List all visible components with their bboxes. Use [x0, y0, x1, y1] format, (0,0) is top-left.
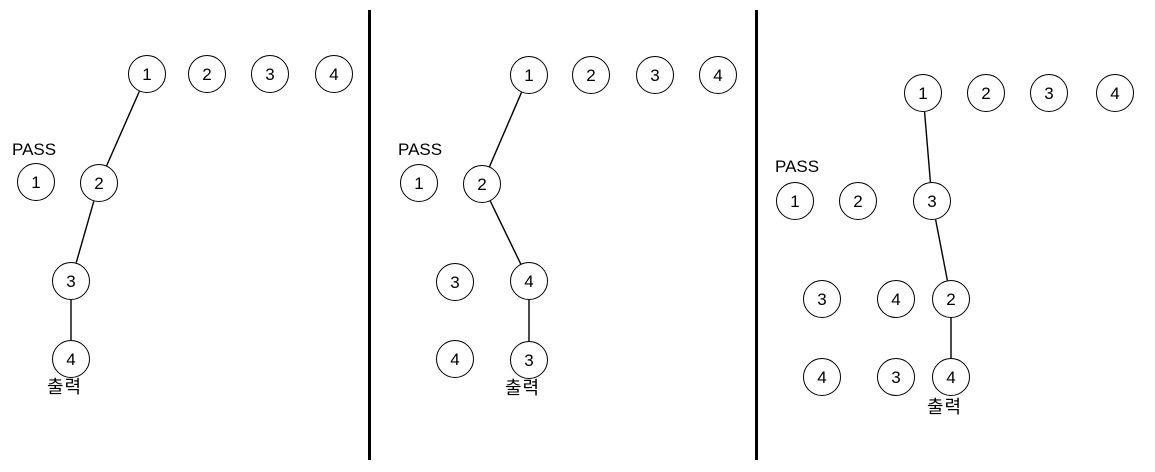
pass-label: PASS: [12, 140, 57, 159]
connector-line: [923, 111, 932, 183]
node-circle[interactable]: 2: [572, 56, 610, 94]
connector-line: [934, 219, 949, 281]
node-circle[interactable]: 1: [128, 55, 166, 93]
output-label: 출력: [505, 378, 541, 398]
node-circle[interactable]: 4: [803, 358, 841, 396]
node-circle[interactable]: 3: [251, 55, 289, 93]
node-circle[interactable]: 4: [315, 55, 353, 93]
output-label: 출력: [927, 397, 963, 417]
node-circle[interactable]: 2: [967, 74, 1005, 112]
pass-label: PASS: [398, 140, 443, 159]
output-label: 출력: [47, 377, 83, 397]
connector-line: [488, 92, 523, 167]
connector-line: [489, 200, 522, 265]
node-circle[interactable]: 4: [932, 358, 970, 396]
node-circle[interactable]: 1: [776, 182, 814, 220]
node-circle[interactable]: 3: [803, 280, 841, 318]
node-circle[interactable]: 1: [17, 163, 55, 201]
node-circle[interactable]: 3: [877, 358, 915, 396]
node-circle[interactable]: 4: [1096, 74, 1134, 112]
connector-line: [75, 201, 95, 263]
node-circle[interactable]: 3: [510, 341, 548, 379]
node-circle[interactable]: 3: [436, 263, 474, 301]
node-circle[interactable]: 2: [80, 164, 118, 202]
node-circle[interactable]: 2: [463, 165, 501, 203]
node-circle[interactable]: 1: [400, 164, 438, 202]
node-circle[interactable]: 4: [510, 262, 548, 300]
node-circle[interactable]: 2: [932, 280, 970, 318]
connector-line: [106, 91, 140, 166]
panel-divider: [368, 10, 371, 460]
panel-divider: [755, 10, 758, 460]
node-circle[interactable]: 2: [188, 55, 226, 93]
node-circle[interactable]: 4: [52, 340, 90, 378]
node-circle[interactable]: 4: [436, 340, 474, 378]
node-circle[interactable]: 4: [699, 56, 737, 94]
node-circle[interactable]: 2: [839, 182, 877, 220]
pass-label: PASS: [775, 157, 820, 176]
node-circle[interactable]: 3: [52, 262, 90, 300]
node-circle[interactable]: 3: [913, 182, 951, 220]
node-circle[interactable]: 3: [1030, 74, 1068, 112]
node-circle[interactable]: 3: [636, 56, 674, 94]
node-circle[interactable]: 4: [877, 280, 915, 318]
node-circle[interactable]: 1: [510, 56, 548, 94]
node-circle[interactable]: 1: [904, 74, 942, 112]
